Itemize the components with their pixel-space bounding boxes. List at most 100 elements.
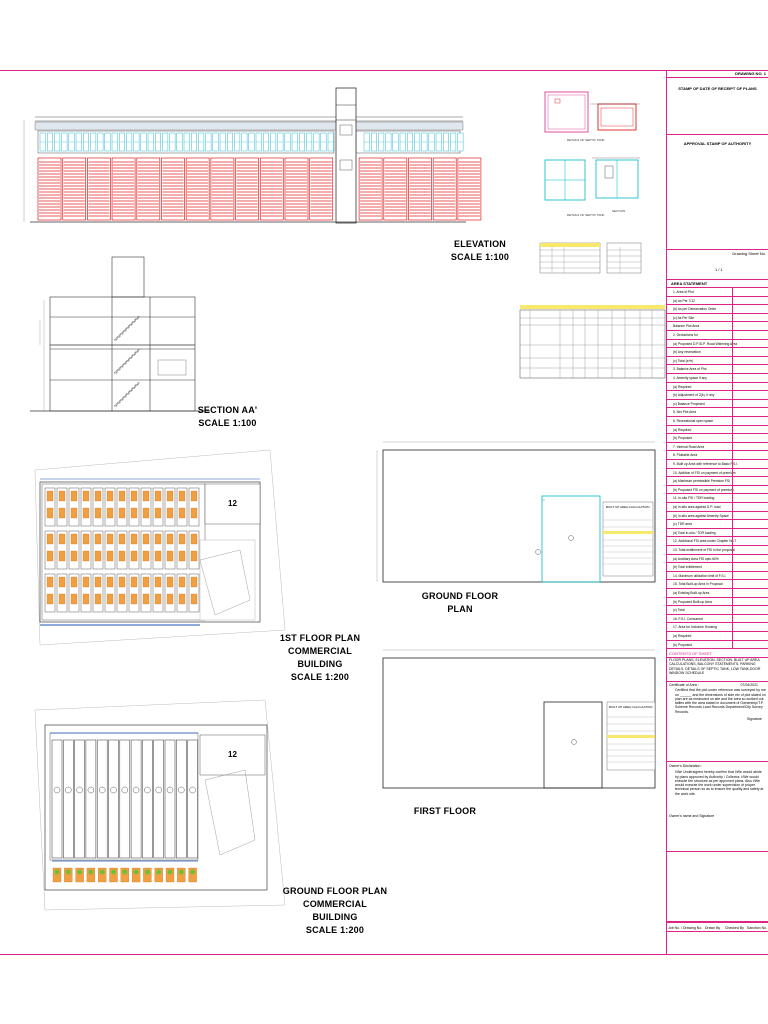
area-statement-row-label: (b) Proposed FSI on payment of premium: [673, 487, 734, 492]
area-statement-row: (b) Proposed Built-up Area: [667, 597, 768, 607]
area-statement-row: (b) Proposed: [667, 434, 768, 443]
area-statement-row: (a) Ancillary Area FSI upto 60%: [667, 554, 768, 564]
area-statement-row-label: (a) Existing Built-up Area: [673, 591, 710, 595]
area-statement-row-label: 5. Net Plot Area: [673, 410, 697, 415]
footer-sanction-no: Sanction No.: [747, 926, 768, 930]
area-statement-row-label: (c) As Per Site: [673, 315, 695, 320]
area-statement-row: (a) Required: [667, 382, 768, 392]
area-statement-row-value: [732, 322, 767, 331]
area-statement-row: (b) As per Demarcation Order: [667, 305, 768, 314]
area-statement-row-value: [732, 365, 767, 374]
area-statement-row-value: [732, 563, 767, 571]
area-statement-row-value: [732, 597, 767, 606]
area-statement-row: 3. Balance Area of Plot: [667, 365, 768, 374]
area-statement-row-label: 4. Amenity space if any: [673, 376, 707, 380]
area-statement-row-value: [732, 606, 767, 614]
area-statement-row: (b) Total entitlement: [667, 563, 768, 572]
first-floor-commercial-caption: 1ST FLOOR PLAN COMMERCIAL BUILDING SCALE…: [265, 632, 375, 684]
ff-commercial-title: 1ST FLOOR PLAN: [279, 633, 361, 643]
contents-text: FLOOR PLANS, ELEVATION, SECTION, BUILT U…: [669, 658, 761, 675]
title-block-footer: Job No. / Drawing No. Drawn By Checked B…: [667, 922, 768, 932]
area-statement-row-label: 1. Area of Plot: [673, 290, 694, 294]
area-statement-row-label: (a) In-situ area against D.P. road: [673, 505, 721, 509]
area-statement-row-label: (a) As Per 7/12: [673, 298, 695, 303]
area-statement-row: (a) Required: [667, 632, 768, 641]
drawing-sheet-no-label: Drawing Sheet No.: [732, 251, 766, 256]
area-statement-row: (c) Total: [667, 606, 768, 615]
area-statement-row-value: [732, 589, 767, 597]
area-statement-row-value: [732, 451, 767, 460]
area-statement-row: (a) Required: [667, 425, 768, 435]
ground-floor-plan-caption: GROUND FLOOR PLAN: [421, 591, 499, 614]
area-statement-row-label: (b) Proposed Built-up Area: [673, 599, 712, 604]
area-statement-row-label: (a) Required: [673, 634, 692, 638]
area-statement-row-label: (a) Maximum permissible Premium FSI: [673, 479, 730, 484]
area-statement-row: 17. Area for Inclusive Housing: [667, 623, 768, 632]
section-title: SECTION AA': [197, 405, 258, 415]
area-statement-row-value: [732, 356, 767, 365]
drawing-sheet-frame: [0, 70, 768, 955]
area-statement-row-value: [732, 571, 767, 580]
area-statement-row-label: (c) Balance Proposed: [673, 401, 705, 406]
owner-declaration-label: Owner's Declaration :: [669, 764, 703, 768]
area-statement-row-value: [732, 288, 767, 296]
certificate-signature: Signature: [747, 717, 762, 722]
area-statement-row-value: [732, 305, 767, 313]
svg-text:BUILT UP AREA CALCULATION: BUILT UP AREA CALCULATION: [609, 705, 652, 709]
approval-stamp-label: APPROVAL STAMP OF AUTHORITY: [683, 141, 752, 146]
area-statement-row-label: (a) Ancillary Area FSI upto 60%: [673, 556, 719, 561]
area-statement-row: (b) Proposed FSI on payment of premium: [667, 485, 768, 495]
svg-text:DETAILS OF SEPTIC TANK: DETAILS OF SEPTIC TANK: [567, 213, 605, 217]
area-statement-row: 4. Amenity space if any: [667, 374, 768, 383]
certificate-date: 07/04/2021: [740, 683, 758, 687]
area-statement-row-label: 7. Internal Road Area: [673, 444, 705, 449]
stamp-receipt-label: STAMP OF DATE OF RECEIPT OF PLANS: [678, 86, 757, 91]
area-statement-row-label: 16. F.S.I. Consumed: [673, 616, 703, 621]
area-statement-row: (b) Proposed: [667, 640, 768, 650]
area-statement-row-value: [732, 580, 767, 589]
area-statement-row: 13. Total entitlement of FSI in the prop…: [667, 546, 768, 555]
area-statement-row-label: (b) Total entitlement: [673, 565, 702, 570]
area-statement-row-value: [732, 554, 767, 563]
area-statement-row: 1. Area of Plot: [667, 288, 768, 297]
area-statement-row-label: 15. Total Built-up Area in Proposal: [673, 582, 723, 587]
area-statement-row: (c) TDR area: [667, 520, 768, 529]
area-statement-row-value: [732, 442, 767, 451]
area-statement-row-label: 9. Built up Area with reference to Basic…: [673, 462, 739, 466]
area-statement-row-label: (a) Required: [673, 427, 692, 432]
area-statement-row: Balance Plot Area: [667, 322, 768, 331]
contents-heading: CONTENTS OF SHEET: [669, 651, 713, 656]
area-statement-row: 5. Net Plot Area: [667, 408, 768, 417]
area-statement-row: (b) In-situ area against Amenity Space: [667, 511, 768, 521]
svg-text:BUILT UP AREA CALCULATION: BUILT UP AREA CALCULATION: [606, 505, 649, 509]
area-statement-row-value: [732, 528, 767, 537]
ff-commercial-scale: SCALE 1:200: [290, 672, 350, 682]
area-statement-row-value: [732, 434, 767, 442]
area-statement-row: 16. F.S.I. Consumed: [667, 614, 768, 624]
footer-job-no: Job No. / Drawing No.: [668, 926, 703, 930]
area-statement-row: 12. Additional FSI area under Chapter No…: [667, 537, 768, 546]
area-statement-row-value: [732, 614, 767, 623]
area-statement-row-value: [732, 382, 767, 391]
area-statement-row-value: [732, 399, 767, 408]
area-statement-row: 2. Deductions for: [667, 331, 768, 340]
area-statement-row-value: [732, 313, 767, 322]
area-statement-row-label: (b) Proposed: [673, 642, 693, 647]
area-statement-row-label: 3. Balance Area of Plot: [673, 367, 707, 372]
footer-checked-by: Checked By: [725, 926, 744, 930]
footer-drawn-by: Drawn By: [705, 926, 721, 930]
area-statement-row-label: 11. In-situ FSI / TDR loading: [673, 496, 715, 501]
area-statement-row-value: [732, 296, 767, 305]
area-statement-row-value: [732, 632, 767, 640]
area-statement-row: 8. Plottable Area: [667, 451, 768, 460]
area-statement-row: 14. Maximum utilization limit of F.S.I.: [667, 571, 768, 581]
area-statement-row: (c) Balance Proposed: [667, 399, 768, 409]
first-floor-caption: FIRST FLOOR: [413, 806, 477, 816]
area-statement-row-value: [732, 623, 767, 632]
area-statement-heading: AREA STATEMENT: [671, 281, 708, 286]
ff-commercial-subtitle: COMMERCIAL BUILDING: [288, 646, 352, 669]
